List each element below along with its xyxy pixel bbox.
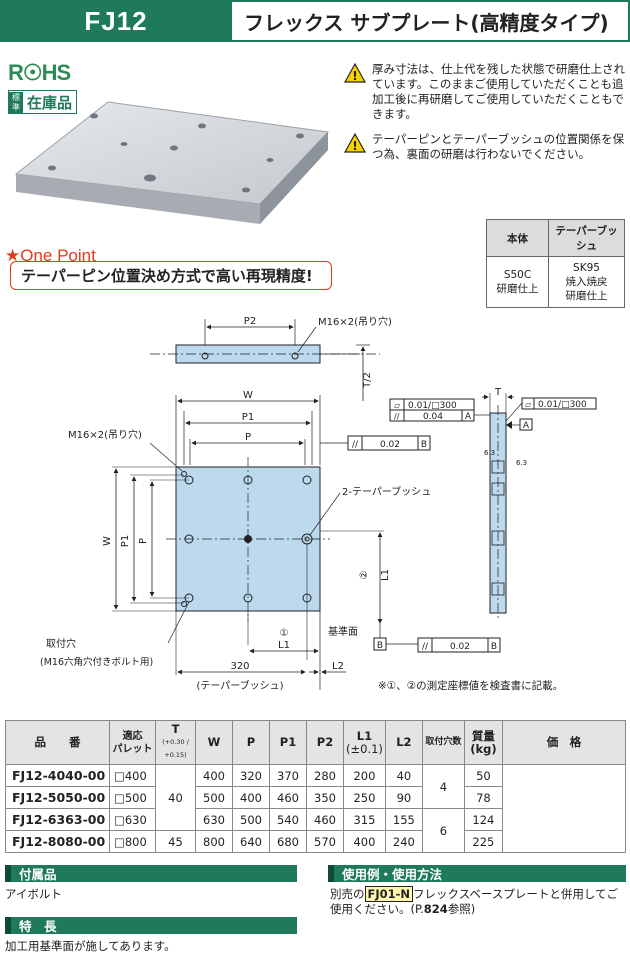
material-header-body: 本体 [486,219,549,257]
table-row: FJ12-8080-00 □800 45 800 640 680 570 400… [5,830,626,853]
stock-label: 在庫品 [27,93,73,112]
table-row: FJ12-5050-00 □500 500 400 460 350 250 90… [5,786,626,809]
svg-text:!: ! [352,139,357,153]
col-l1: L1(±0.1) [343,720,386,765]
svg-text:!: ! [352,69,357,83]
col-holes: 取付穴数 [421,720,465,765]
material-table: 本体 テーパーブッシュ S50C 研磨仕上 SK95 焼入焼戻 研磨仕上 [486,219,625,308]
dim-320: 320 [230,661,249,672]
label-bush-dim: (テーパーブッシュ) [196,679,283,692]
col-weight: 質量 (kg) [463,720,503,765]
tol-par1: 0.04 [423,412,443,422]
dim-l2: L2 [332,661,344,672]
note-item: ! テーパーピンとテーパーブッシュの位置関係を保つ為、裏面の研磨は行わないでくだ… [344,132,626,162]
svg-text:6.3: 6.3 [484,449,495,457]
rohs-badge: R☉HS [8,60,71,85]
stock-standard-label: 標準 [9,91,23,113]
accessories-title: 付属品 [5,865,297,882]
header: FJ12 フレックス サブプレート(高精度タイプ) [0,0,630,42]
col-pallet: 適応 パレット [109,720,156,765]
label-mount-hole-sub: (M16六角穴付きボルト用) [40,656,153,668]
col-price: 価 格 [501,720,627,765]
tol-datum-a: A [465,412,472,422]
tol-datum-b2: B [491,642,497,652]
one-point-label: ★One Point [5,246,96,265]
col-p1: P1 [269,720,307,765]
col-l2: L2 [384,720,423,765]
features-title: 特 長 [5,917,297,934]
dim-p: P [245,432,251,443]
circle-2: ② [359,571,370,580]
svg-text://: // [422,642,429,652]
tol-par2: 0.02 [380,440,400,450]
one-point-box: テーパーピン位置決め方式で高い再現精度! [10,261,332,290]
svg-text:▱: ▱ [394,401,401,410]
tol-flat1: 0.01/□300 [408,401,457,411]
notes: ! 厚み寸法は、仕上代を残した状態で研磨仕上されています。このままご使用していた… [344,62,626,172]
note-item: ! 厚み寸法は、仕上代を残した状態で研磨仕上されています。このままご使用していた… [344,62,626,122]
dim-t: T [494,387,502,398]
dim-p1-left: P1 [120,535,131,547]
label-taper-bush: 2-テーパーブッシュ [342,485,431,498]
datum-b-right: B [377,641,383,651]
col-part-number: 品 番 [5,720,110,765]
dim-l1-vert: L1 [380,569,391,581]
tol-datum-b: B [421,440,427,450]
circle-1: ① [280,628,289,639]
note-text: テーパーピンとテーパーブッシュの位置関係を保つ為、裏面の研磨は行わないでください… [372,132,625,161]
label-mount-hole: 取付穴 [46,637,76,650]
material-bush: SK95 焼入焼戻 研磨仕上 [548,256,625,308]
dim-p2: P2 [244,316,256,327]
col-p: P [232,720,270,765]
material-body: S50C 研磨仕上 [486,256,549,308]
tol-datum-a2: A [523,421,530,431]
product-title: フレックス サブプレート(高精度タイプ) [232,0,630,42]
usage-ref-link[interactable]: FJ01-N [364,886,414,902]
label-m16-top: M16×2(吊り穴) [318,315,392,328]
product-code: FJ12 [0,0,232,42]
technical-drawing: P2 M16×2(吊り穴) T/2 W P1 P W P1 P M16×2(吊り… [40,315,597,692]
tol-flat2: 0.01/□300 [538,400,587,410]
drawing-note: ※①、②の測定座標値を検査書に記載。 [378,679,563,692]
col-t: T(+0.30 / +0.15) [155,720,196,765]
plate-photo [14,101,330,224]
dim-w: W [243,390,253,401]
usage-title: 使用例・使用方法 [328,865,626,882]
dim-l1: L1 [278,640,290,651]
col-w: W [195,720,233,765]
warning-icon: ! [344,133,366,153]
dim-p-left: P [138,538,149,544]
note-text: 厚み寸法は、仕上代を残した状態で研磨仕上されています。このままご使用していただく… [372,62,625,121]
table-row: FJ12-4040-00 □400 40 400 320 370 280 200… [5,764,627,853]
tol-par3: 0.02 [450,642,470,652]
svg-text:▱: ▱ [525,400,532,409]
svg-text:6.3: 6.3 [516,459,527,467]
dim-p1: P1 [242,412,254,423]
svg-text://: // [352,440,359,450]
material-header-bush: テーパーブッシュ [548,219,625,257]
col-p2: P2 [306,720,344,765]
features-text: 加工用基準面が施してあります。 [5,939,176,953]
label-m16-left: M16×2(吊り穴) [68,428,142,441]
svg-text://: // [394,412,400,421]
label-ref-face: 基準面 [328,625,358,638]
accessories-text: アイボルト [5,887,62,901]
warning-icon: ! [344,63,366,83]
spec-table: 品 番 適応 パレット T(+0.30 / +0.15) W P P1 P2 L… [5,720,627,853]
dim-w-left: W [102,536,113,546]
dim-t2: T/2 [362,372,373,389]
stock-badge: 標準 在庫品 [8,90,78,114]
